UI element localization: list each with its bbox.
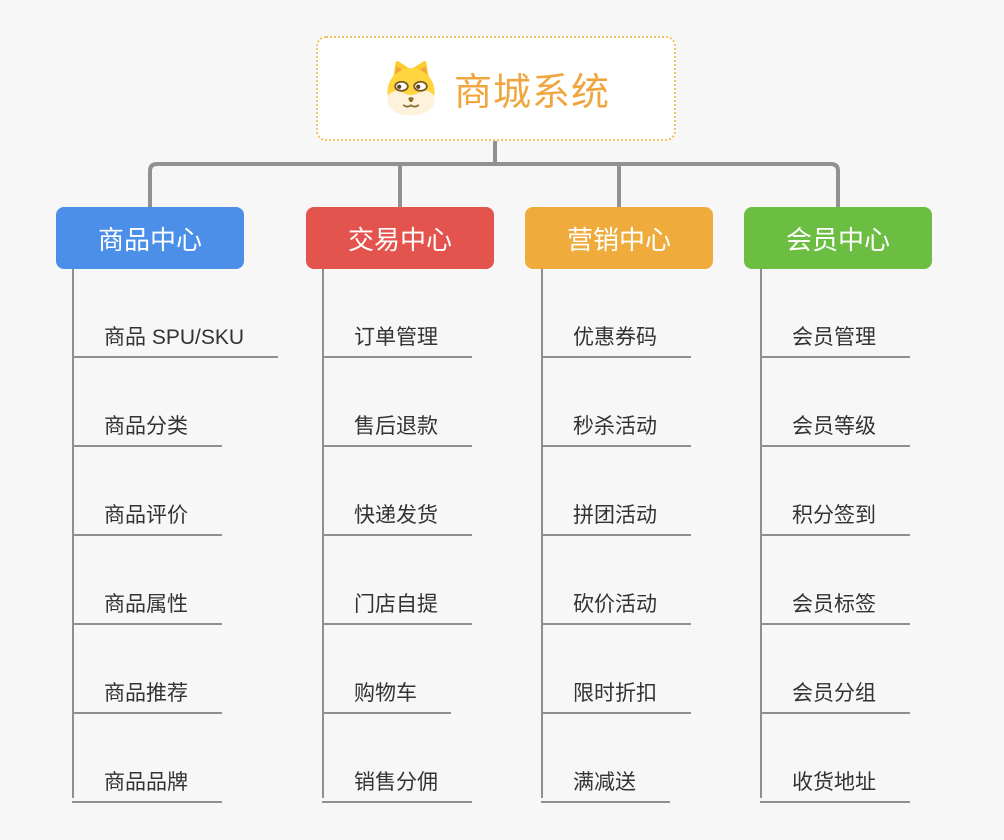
leaf-topic[interactable]: 商品属性 bbox=[72, 572, 222, 625]
leaf-topic[interactable]: 商品评价 bbox=[72, 483, 222, 536]
branch-bus-line bbox=[148, 162, 840, 207]
leaf-topic[interactable]: 销售分佣 bbox=[322, 750, 472, 803]
leaf-topic[interactable]: 门店自提 bbox=[322, 572, 472, 625]
leaf-topic[interactable]: 售后退款 bbox=[322, 394, 472, 447]
leaf-topic[interactable]: 拼团活动 bbox=[541, 483, 691, 536]
leaf-topic[interactable]: 会员分组 bbox=[760, 661, 910, 714]
branch-header-member-center[interactable]: 会员中心 bbox=[744, 207, 932, 269]
branch-trunk-line bbox=[72, 269, 74, 798]
root-title: 商城系统 bbox=[453, 72, 610, 114]
branch-trunk-line bbox=[760, 269, 762, 798]
branch-header-marketing-center[interactable]: 营销中心 bbox=[525, 207, 713, 269]
leaf-topic[interactable]: 满减送 bbox=[541, 750, 670, 803]
leaf-topic[interactable]: 会员标签 bbox=[760, 572, 910, 625]
leaf-topic[interactable]: 商品推荐 bbox=[72, 661, 222, 714]
leaf-topic[interactable]: 快递发货 bbox=[322, 483, 472, 536]
leaf-topic[interactable]: 会员管理 bbox=[760, 305, 910, 358]
branch-header-product-center[interactable]: 商品中心 bbox=[56, 207, 244, 269]
leaf-topic[interactable]: 商品分类 bbox=[72, 394, 222, 447]
leaf-topic[interactable]: 秒杀活动 bbox=[541, 394, 691, 447]
branch-header-trade-center[interactable]: 交易中心 bbox=[306, 207, 494, 269]
leaf-topic[interactable]: 限时折扣 bbox=[541, 661, 691, 714]
dog-face-icon bbox=[382, 60, 440, 118]
leaf-topic[interactable]: 购物车 bbox=[322, 661, 451, 714]
leaf-topic[interactable]: 收货地址 bbox=[760, 750, 910, 803]
leaf-topic[interactable]: 订单管理 bbox=[322, 305, 472, 358]
branch-trunk-line bbox=[322, 269, 324, 798]
leaf-topic[interactable]: 砍价活动 bbox=[541, 572, 691, 625]
leaf-topic[interactable]: 积分签到 bbox=[760, 483, 910, 536]
leaf-topic[interactable]: 会员等级 bbox=[760, 394, 910, 447]
leaf-topic[interactable]: 优惠券码 bbox=[541, 305, 691, 358]
leaf-topic[interactable]: 商品品牌 bbox=[72, 750, 222, 803]
leaf-topic[interactable]: 商品 SPU/SKU bbox=[72, 305, 279, 358]
root-topic[interactable]: 商城系统 bbox=[316, 36, 676, 141]
branch-trunk-line bbox=[541, 269, 543, 798]
